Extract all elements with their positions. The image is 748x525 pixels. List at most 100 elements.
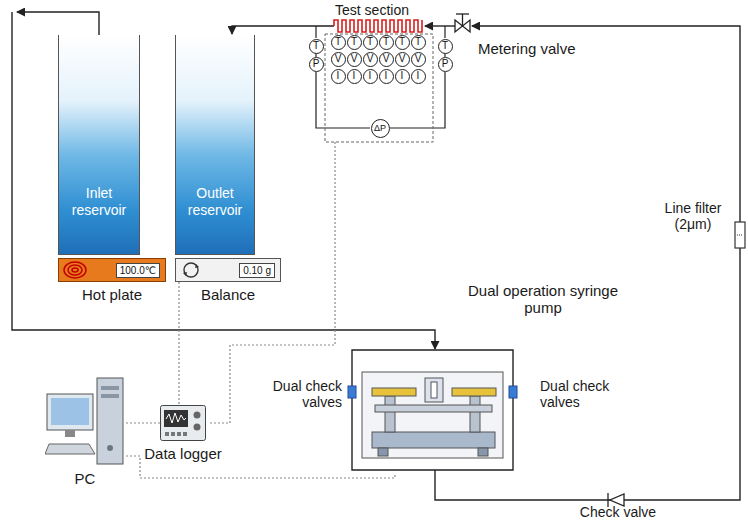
part-label: Metering valve — [478, 40, 648, 57]
check-valve-pair — [509, 386, 517, 398]
logger-wave — [166, 413, 186, 423]
sensor-circle: V — [411, 52, 426, 67]
sensor-circle: T — [331, 35, 346, 50]
computer-icon — [45, 374, 125, 466]
power-button — [107, 445, 113, 451]
sensor-circle: P — [309, 57, 324, 72]
line-filter — [735, 222, 745, 248]
pc-tower — [97, 378, 123, 464]
sensor-circle: V — [363, 52, 378, 67]
scale-icon — [183, 264, 199, 276]
syringe-pump — [470, 396, 480, 432]
data-logger-icon: Data logger — [160, 405, 206, 441]
syringe-pump — [372, 432, 495, 448]
flow-line — [425, 25, 455, 26]
sensor-symbol: T — [313, 41, 319, 51]
heater-icon — [72, 268, 78, 272]
sensor-symbol: ΔP — [374, 124, 386, 133]
signal-line — [126, 142, 395, 478]
sensor-symbol: V — [351, 54, 358, 64]
drive-bay — [101, 386, 119, 390]
heater-coil — [334, 20, 422, 32]
sensor-circle: I — [395, 69, 410, 84]
sensor-circle: I — [363, 69, 378, 84]
sensor-wire — [315, 26, 316, 38]
drive-bay — [101, 394, 119, 398]
sensor-symbol: T — [415, 37, 421, 47]
sensor-circle: T — [411, 35, 426, 50]
reservoir: Outlet reservoir — [175, 35, 255, 255]
metering-valve — [462, 14, 463, 26]
heater-icon — [68, 265, 82, 275]
syringe-pump — [425, 378, 443, 402]
sensor-circle: V — [331, 52, 346, 67]
sensor-symbol: P — [442, 59, 449, 69]
flow-line — [12, 12, 740, 500]
sensor-circle: T — [379, 35, 394, 50]
heater-coil — [334, 20, 422, 32]
syringe-pump — [478, 448, 488, 456]
sensor-circle: I — [411, 69, 426, 84]
monitor-stand — [65, 430, 75, 437]
display-reading: 0.10 g — [239, 263, 275, 278]
device-label: Data logger — [144, 445, 222, 462]
part-label: Dual check valves — [256, 378, 342, 410]
sensor-symbol: I — [417, 71, 420, 81]
computer-icon: PC — [45, 374, 125, 466]
sensor-circle: V — [379, 52, 394, 67]
sensor-symbol: P — [313, 59, 320, 69]
scale-icon — [184, 263, 198, 277]
heater-icon — [62, 259, 90, 281]
balance: 0.10 gBalance — [175, 258, 281, 282]
sensor-circle: T — [395, 35, 410, 50]
check-valve-pair — [348, 386, 356, 398]
sensor-symbol: I — [385, 71, 388, 81]
logger-button — [165, 432, 169, 436]
signal-connector — [178, 282, 179, 405]
sensor-circle: P — [438, 57, 453, 72]
logger-knob — [194, 424, 201, 431]
data-logger-icon — [160, 405, 206, 441]
reservoir-label: Inlet reservoir — [61, 185, 137, 219]
flow-line — [232, 26, 334, 34]
sensor-symbol: V — [399, 54, 406, 64]
heater-icon — [64, 262, 86, 278]
sensor-symbol: T — [383, 37, 389, 47]
logger-button — [183, 432, 187, 436]
flow-line — [17, 12, 99, 35]
syringe-pump — [362, 372, 503, 458]
sensor-group-box — [325, 34, 433, 142]
sensor-wire — [316, 26, 445, 128]
syringe-pump — [431, 382, 437, 398]
display-reading: 100.0℃ — [116, 263, 160, 278]
line-filter — [737, 234, 743, 235]
syringe-pump — [385, 396, 395, 432]
hot-plate: 100.0℃Hot plate — [58, 258, 166, 282]
sensor-symbol: I — [353, 71, 356, 81]
monitor — [47, 394, 93, 430]
sensor-symbol: I — [401, 71, 404, 81]
device-label: Balance — [201, 286, 255, 303]
sensor-circle: T — [347, 35, 362, 50]
sensor-symbol: T — [367, 37, 373, 47]
sensor-circle: I — [379, 69, 394, 84]
part-label: Dual operation syringe pump — [458, 282, 628, 317]
edge-layer — [125, 282, 179, 423]
sensor-circle: I — [331, 69, 346, 84]
sensor-symbol: T — [351, 37, 357, 47]
sensor-circle: ΔP — [371, 119, 390, 138]
monitor-screen — [51, 398, 89, 425]
sensor-group-box — [325, 34, 433, 142]
syringe-pump — [452, 388, 496, 396]
sensor-symbol: V — [367, 54, 374, 64]
keyboard — [45, 444, 95, 454]
part-label: Test section — [322, 2, 422, 18]
sensor-circle: V — [395, 52, 410, 67]
logger-screen — [164, 410, 188, 427]
check-valve-pair — [348, 386, 517, 398]
logger-knob — [194, 412, 201, 419]
logger-button — [177, 432, 181, 436]
sensor-wire — [444, 26, 445, 38]
metering-valve — [456, 13, 469, 14]
syringe-pump — [362, 372, 503, 458]
